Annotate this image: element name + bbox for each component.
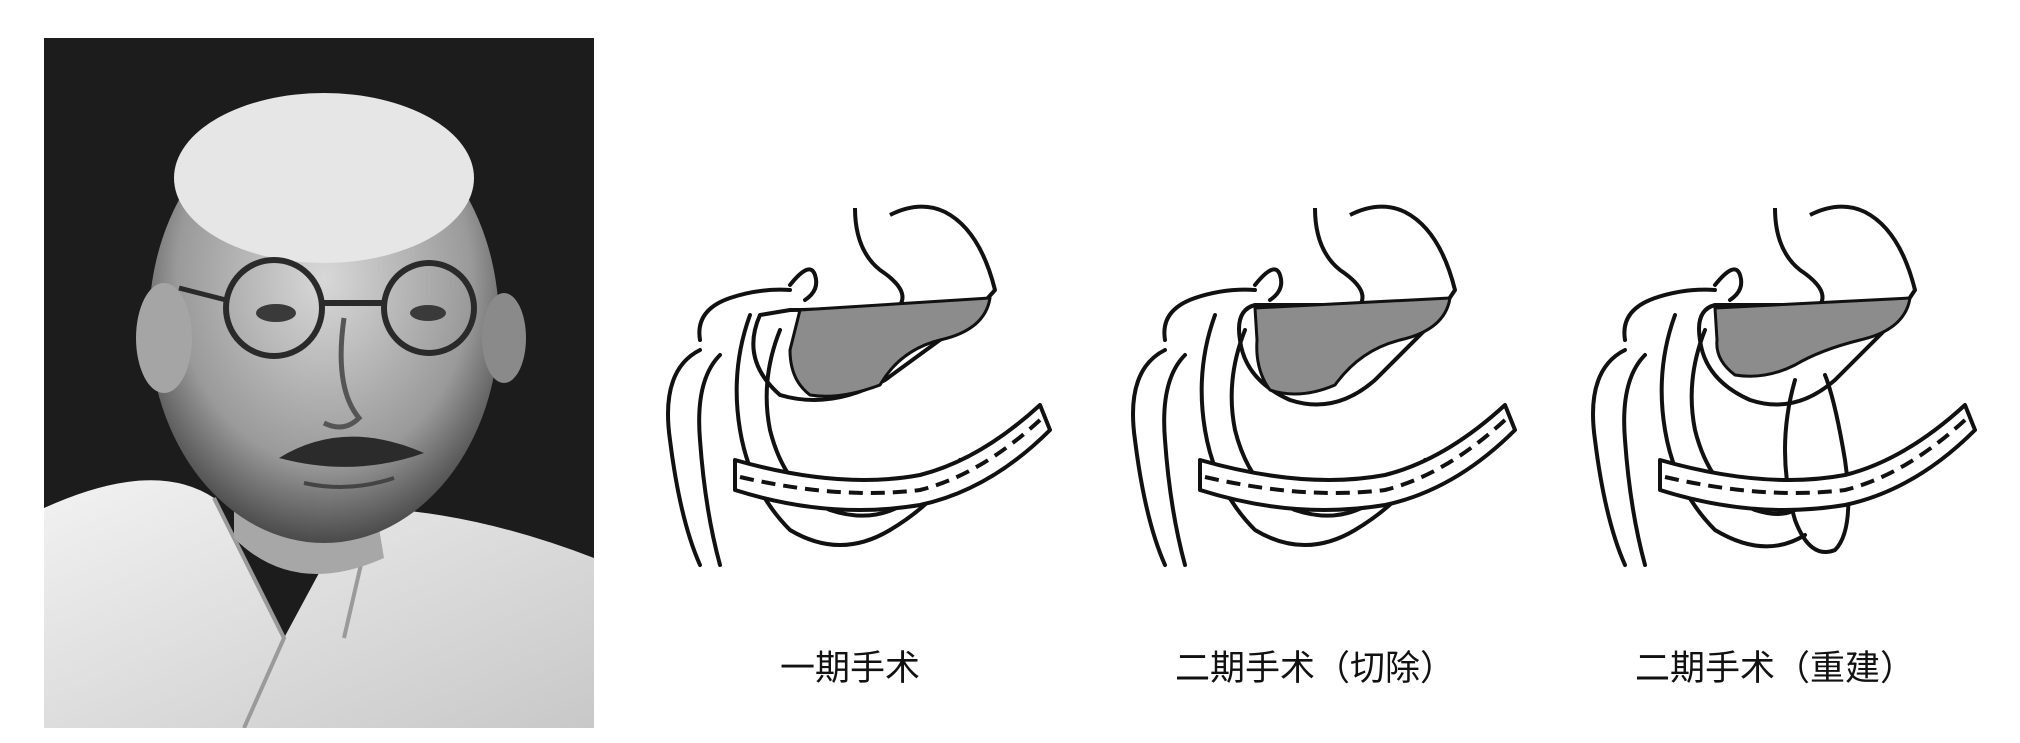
stage-panel: 二期手术（重建）	[1565, 190, 1985, 689]
portrait-photo	[44, 38, 594, 728]
stage-panel: 二期手术（切除）	[1105, 190, 1525, 689]
surgery-diagram-stage-2	[1131, 204, 1517, 567]
stage-caption: 二期手术（重建）	[1634, 649, 1915, 689]
stage-caption: 一期手术	[779, 649, 920, 689]
surgery-diagram-stage-1	[666, 204, 1052, 567]
stage-caption: 二期手术（切除）	[1174, 649, 1455, 689]
stage-panel: 一期手术	[640, 190, 1060, 689]
surgery-diagram-stage-3	[1591, 204, 1977, 567]
